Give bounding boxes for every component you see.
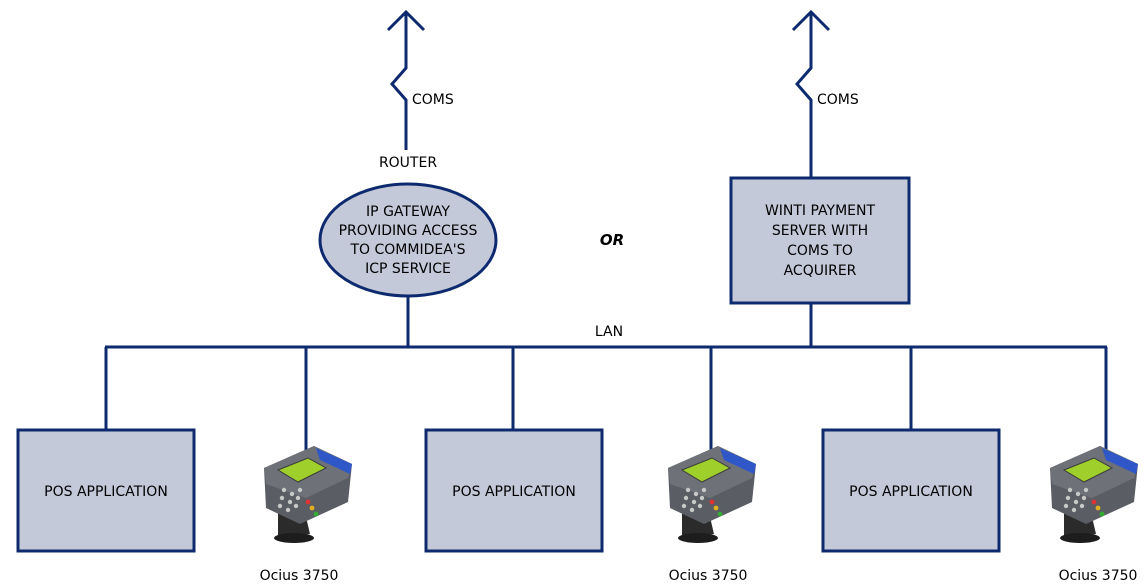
or-label: OR bbox=[600, 231, 624, 249]
left-lightning-icon bbox=[390, 12, 408, 150]
pos-box bbox=[821, 428, 1001, 553]
server-line-2: SERVER WITH bbox=[772, 223, 868, 239]
pos-application-1: POS APPLICATION bbox=[16, 428, 196, 553]
lan-drops bbox=[104, 347, 1108, 458]
terminal-label: Ocius 3750 bbox=[669, 568, 748, 584]
ip-gateway-ellipse bbox=[318, 182, 498, 298]
server-line-4: ACQUIRER bbox=[784, 263, 857, 279]
left-coms-label: COMS bbox=[412, 92, 454, 108]
card-terminal-icon bbox=[263, 445, 353, 544]
router-label: ROUTER bbox=[379, 155, 437, 171]
left-coms-link bbox=[386, 9, 426, 150]
right-lightning-icon bbox=[795, 12, 813, 178]
ip-gateway-node: IP GATEWAY PROVIDING ACCESS TO COMMIDEA'… bbox=[318, 182, 498, 298]
pos-label: POS APPLICATION bbox=[44, 484, 168, 500]
terminal-1: Ocius 3750 bbox=[260, 445, 353, 584]
terminal-3: Ocius 3750 bbox=[1049, 445, 1139, 584]
terminal-2: Ocius 3750 bbox=[667, 445, 757, 584]
gateway-line-1: IP GATEWAY bbox=[366, 204, 450, 220]
server-line-3: COMS TO bbox=[787, 243, 853, 259]
right-coms-link bbox=[791, 9, 831, 178]
gateway-line-4: ICP SERVICE bbox=[365, 261, 451, 277]
pos-application-2: POS APPLICATION bbox=[424, 428, 604, 553]
pos-application-3: POS APPLICATION bbox=[821, 428, 1001, 553]
gateway-line-2: PROVIDING ACCESS bbox=[339, 223, 478, 239]
pos-label: POS APPLICATION bbox=[452, 484, 576, 500]
pos-label: POS APPLICATION bbox=[849, 484, 973, 500]
payment-server-box bbox=[729, 176, 911, 305]
lan-label: LAN bbox=[595, 324, 623, 340]
server-line-1: WINTI PAYMENT bbox=[765, 203, 876, 219]
card-terminal-icon bbox=[1049, 445, 1139, 544]
pos-box bbox=[424, 428, 604, 553]
right-coms-label: COMS bbox=[817, 92, 859, 108]
pos-box bbox=[16, 428, 196, 553]
gateway-line-3: TO COMMIDEA'S bbox=[349, 242, 465, 258]
card-terminal-icon bbox=[667, 445, 757, 544]
terminal-label: Ocius 3750 bbox=[1059, 568, 1138, 584]
terminal-label: Ocius 3750 bbox=[260, 568, 339, 584]
payment-server-node: WINTI PAYMENT SERVER WITH COMS TO ACQUIR… bbox=[729, 176, 911, 305]
